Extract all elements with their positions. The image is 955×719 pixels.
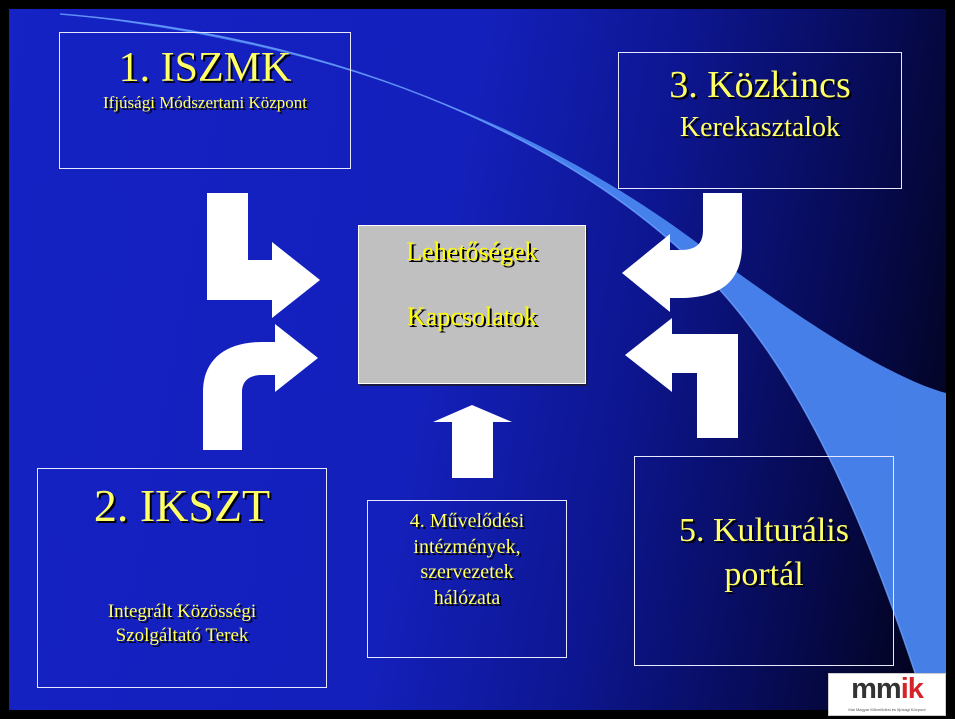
muvelodesi-line2: intézmények, (413, 535, 521, 558)
muvelodesi-text: 4. Művelődési intézmények, szervezetek h… (368, 509, 566, 611)
iszmk-subtitle: Ifjúsági Módszertani Központ (103, 93, 307, 113)
arrow-up-icon (433, 405, 512, 478)
arrow-turn-up-right-icon (203, 324, 318, 450)
muvelodesi-line1: 4. Művelődési (409, 510, 525, 532)
center-line-kapcsolatok: Kapcsolatok (407, 302, 537, 332)
muvelodesi-line3: szervezetek (420, 561, 514, 584)
box-iszmk: 1. ISZMK Ifjúsági Módszertani Központ (59, 32, 351, 169)
box-muvelodesi: 4. Művelődési intézmények, szervezetek h… (367, 500, 567, 658)
arrow-turn-left-icon (622, 193, 742, 312)
center-box: Lehetőségek Kapcsolatok (358, 225, 586, 384)
center-line-lehetosegek: Lehetőségek (406, 237, 538, 266)
mmik-logo: mmik Mai Magyar Művelődési és Ifjúsági K… (828, 673, 946, 716)
kulturalis-line1: 5. Kulturális (679, 512, 849, 549)
logo-brand: mmik (829, 675, 945, 704)
logo-brand-left: mm (851, 673, 902, 705)
muvelodesi-line4: hálózata (433, 586, 501, 609)
iszmk-title: 1. ISZMK (118, 45, 292, 91)
box-kulturalis: 5. Kulturális portál (634, 456, 894, 666)
logo-brand-right: ik (900, 673, 924, 705)
ikszt-line2: Szolgáltató Terek (115, 625, 249, 647)
logo-tagline: Mai Magyar Művelődési és Ifjúsági Közpon… (848, 707, 926, 712)
box-kozkincs: 3. Közkincs Kerekasztalok (618, 52, 902, 189)
ikszt-line1: Integrált Közösségi (107, 600, 257, 622)
ikszt-title: 2. IKSZT (93, 480, 271, 531)
arrow-turn-right-icon (207, 193, 320, 318)
arrow-turn-left-icon (625, 318, 738, 438)
kozkincs-subtitle: Kerekasztalok (679, 111, 841, 143)
ikszt-description: Integrált Közösségi Szolgáltató Terek (38, 600, 326, 649)
kozkincs-title: 3. Közkincs (669, 64, 851, 106)
box-ikszt: 2. IKSZT Integrált Közösségi Szolgáltató… (37, 468, 327, 688)
kulturalis-line2: portál (724, 556, 804, 594)
